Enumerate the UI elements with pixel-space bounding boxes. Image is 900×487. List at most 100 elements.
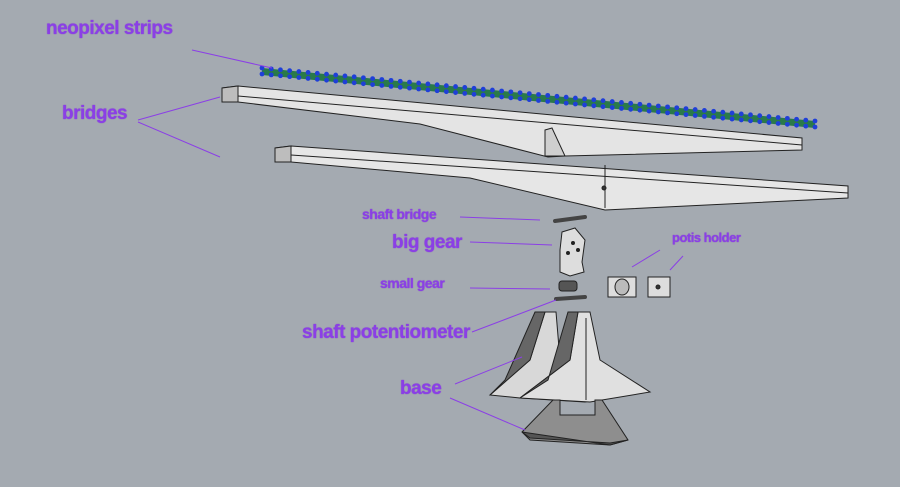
led-dot [619, 106, 624, 111]
led-dot [554, 93, 560, 99]
neopixel-strip [259, 65, 818, 130]
led-dot [692, 113, 698, 118]
led-dot [665, 104, 670, 110]
led-dot [324, 71, 329, 77]
led-dot [517, 90, 523, 96]
label-shaft-potentiometer: shaft potentiometer [302, 322, 470, 343]
led-dot [665, 110, 670, 116]
led-dot [674, 111, 680, 117]
led-dot [471, 91, 477, 97]
led-dot [536, 92, 541, 97]
led-dot [333, 78, 339, 84]
led-dot [287, 68, 293, 74]
led-dot [287, 74, 293, 80]
led-dot [803, 123, 809, 129]
led-dot [462, 85, 468, 90]
led-dot [416, 86, 422, 92]
led-dot [397, 84, 403, 90]
led-dot [692, 107, 698, 112]
led-dot [425, 87, 431, 93]
led-dot [259, 65, 265, 71]
leader-lines [137, 49, 684, 431]
led-dot [794, 116, 799, 122]
led-dot [794, 122, 799, 128]
led-dot [702, 114, 707, 119]
led-dot [803, 117, 809, 123]
led-dot [609, 105, 615, 110]
led-dot [711, 108, 717, 114]
led-dot [324, 77, 329, 83]
led-dot [757, 119, 763, 125]
led-dot [711, 114, 717, 120]
led-dot [563, 94, 569, 100]
led-dot [499, 94, 505, 100]
led-dot [443, 89, 449, 95]
led-dot [314, 70, 320, 76]
led-dot [416, 80, 422, 86]
led-dot [490, 93, 495, 99]
led-dot [628, 100, 634, 106]
led-dot [784, 121, 790, 127]
led-dot [637, 101, 643, 107]
led-dot [305, 70, 311, 75]
potis-holder-parts [607, 276, 671, 298]
led-dot [508, 95, 514, 101]
shaft-bridge-part [553, 215, 587, 223]
big-gear-part [559, 227, 586, 277]
led-dot [812, 118, 818, 124]
led-dot [434, 88, 440, 94]
shaft-potentiometer-part [554, 295, 587, 301]
label-bridges: bridges [62, 103, 128, 124]
led-dot [582, 96, 587, 102]
led-dot [278, 73, 283, 79]
led-dot [582, 102, 587, 108]
led-dot [351, 80, 357, 86]
led-dot [296, 69, 302, 74]
bridge-top [221, 85, 803, 158]
led-dot [296, 75, 302, 80]
led-dot [499, 88, 505, 94]
led-dot [812, 124, 818, 130]
led-dot [388, 77, 394, 83]
led-dot [453, 90, 458, 95]
led-dot [729, 116, 735, 122]
led-dot [360, 81, 366, 87]
led-dot [619, 100, 624, 105]
led-dot [278, 67, 283, 73]
label-neopixel-strips: neopixel strips [46, 18, 173, 39]
label-potis-holder: potis holder [672, 230, 741, 245]
led-dot [443, 83, 449, 89]
led-dot [591, 97, 597, 103]
led-dot [554, 99, 560, 105]
led-dot [333, 72, 339, 78]
led-dot [655, 103, 661, 109]
led-dot [490, 87, 495, 93]
led-dot [453, 84, 458, 89]
label-shaft-bridge: shaft bridge [362, 206, 437, 222]
led-dot [646, 108, 652, 114]
led-dot [702, 108, 707, 113]
led-dot [370, 76, 375, 81]
led-dot [471, 85, 477, 91]
led-dot [342, 79, 348, 85]
led-dot [766, 114, 772, 119]
led-dot [572, 101, 578, 107]
led-dot [351, 74, 357, 80]
led-dot [259, 71, 265, 77]
led-dot [748, 112, 753, 118]
led-dot [738, 117, 744, 123]
led-dot [655, 109, 661, 115]
led-dot [748, 118, 753, 124]
led-dot [572, 95, 578, 101]
bridge-bottom [274, 145, 849, 211]
led-dot [434, 82, 440, 88]
led-dot [729, 110, 735, 116]
led-dot [591, 103, 597, 109]
led-dot [462, 91, 468, 96]
led-dot [766, 120, 772, 125]
led-dot [536, 98, 541, 103]
led-dot [480, 86, 486, 92]
led-dot [545, 98, 551, 104]
led-dot [720, 115, 726, 121]
